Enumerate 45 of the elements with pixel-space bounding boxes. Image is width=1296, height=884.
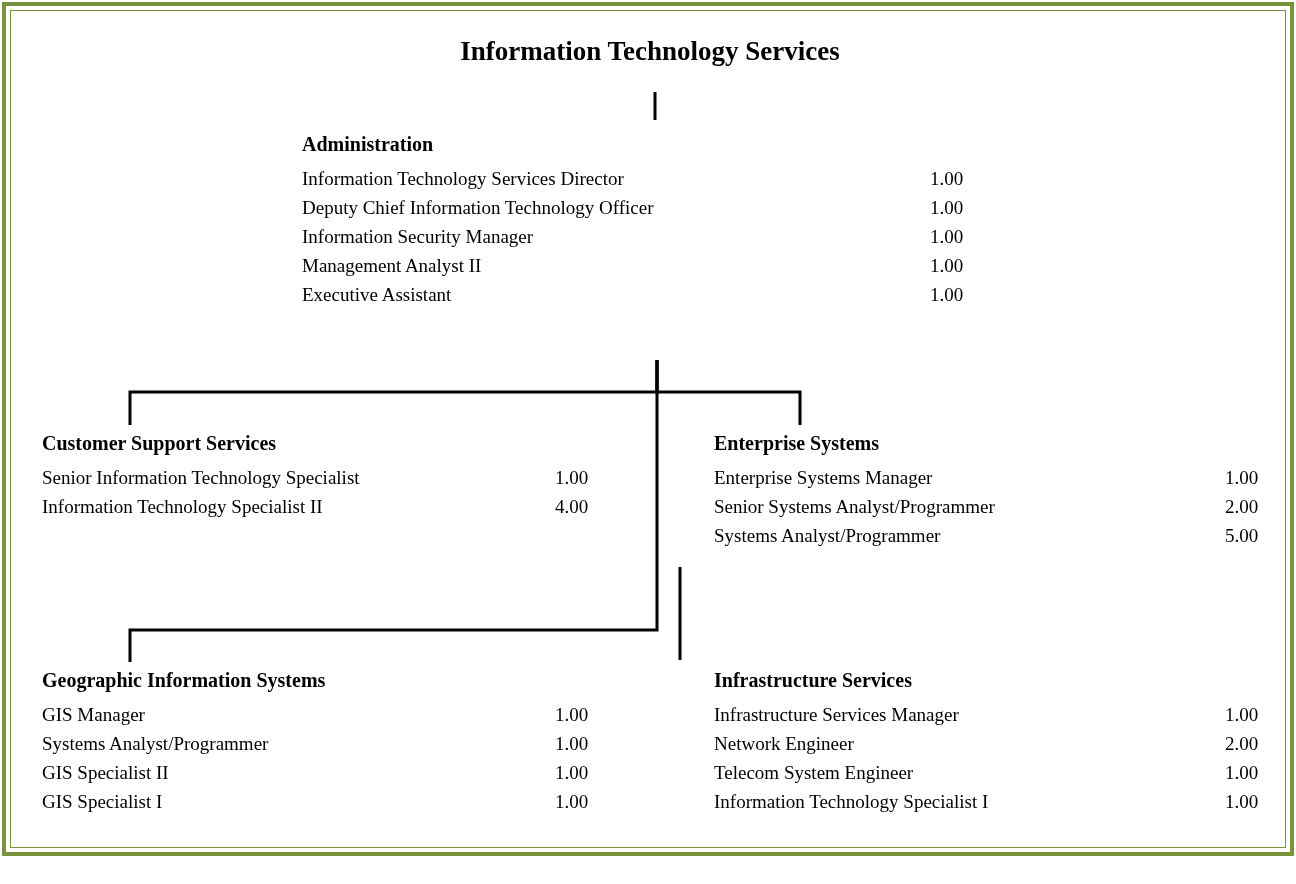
position-title: GIS Specialist II <box>42 761 169 785</box>
fte-count: 2.00 <box>1225 732 1259 756</box>
position-title: Systems Analyst/Programmer <box>714 524 941 548</box>
fte-count: 1.00 <box>1225 790 1259 814</box>
position-title: Systems Analyst/Programmer <box>42 732 269 756</box>
position-title: Information Technology Specialist I <box>714 790 989 814</box>
position-title: GIS Specialist I <box>42 790 163 814</box>
fte-count: 1.00 <box>1225 761 1259 785</box>
unit-heading: Infrastructure Services <box>714 668 912 692</box>
position-title: Infrastructure Services Manager <box>714 703 959 727</box>
position-title: Deputy Chief Information Technology Officer <box>302 196 654 220</box>
unit-heading: Geographic Information Systems <box>42 668 326 692</box>
connector-line <box>653 92 657 120</box>
connector-line <box>128 360 659 662</box>
fte-count: 1.00 <box>930 196 964 220</box>
fte-count: 1.00 <box>1225 703 1259 727</box>
fte-count: 5.00 <box>1225 524 1259 548</box>
fte-count: 1.00 <box>555 761 589 785</box>
position-title: Senior Information Technology Specialist <box>42 466 360 490</box>
fte-count: 1.00 <box>930 225 964 249</box>
connector-line <box>678 567 682 660</box>
position-title: Telecom System Engineer <box>714 761 914 785</box>
fte-count: 1.00 <box>555 790 589 814</box>
position-title: Senior Systems Analyst/Programmer <box>714 495 995 519</box>
fte-count: 2.00 <box>1225 495 1259 519</box>
fte-count: 1.00 <box>1225 466 1259 490</box>
position-title: Management Analyst II <box>302 254 482 278</box>
position-title: Information Technology Services Director <box>302 167 624 191</box>
chart-title: Information Technology Services <box>459 35 841 68</box>
position-title: GIS Manager <box>42 703 145 727</box>
position-title: Enterprise Systems Manager <box>714 466 933 490</box>
fte-count: 1.00 <box>555 466 589 490</box>
unit-heading: Enterprise Systems <box>714 431 879 455</box>
fte-count: 1.00 <box>930 283 964 307</box>
unit-heading: Administration <box>302 132 434 156</box>
fte-count: 1.00 <box>555 732 589 756</box>
position-title: Executive Assistant <box>302 283 452 307</box>
fte-count: 1.00 <box>555 703 589 727</box>
fte-count: 1.00 <box>930 167 964 191</box>
position-title: Information Security Manager <box>302 225 534 249</box>
fte-count: 4.00 <box>555 495 589 519</box>
unit-heading: Customer Support Services <box>42 431 277 455</box>
position-title: Network Engineer <box>714 732 854 756</box>
fte-count: 1.00 <box>930 254 964 278</box>
position-title: Information Technology Specialist II <box>42 495 323 519</box>
